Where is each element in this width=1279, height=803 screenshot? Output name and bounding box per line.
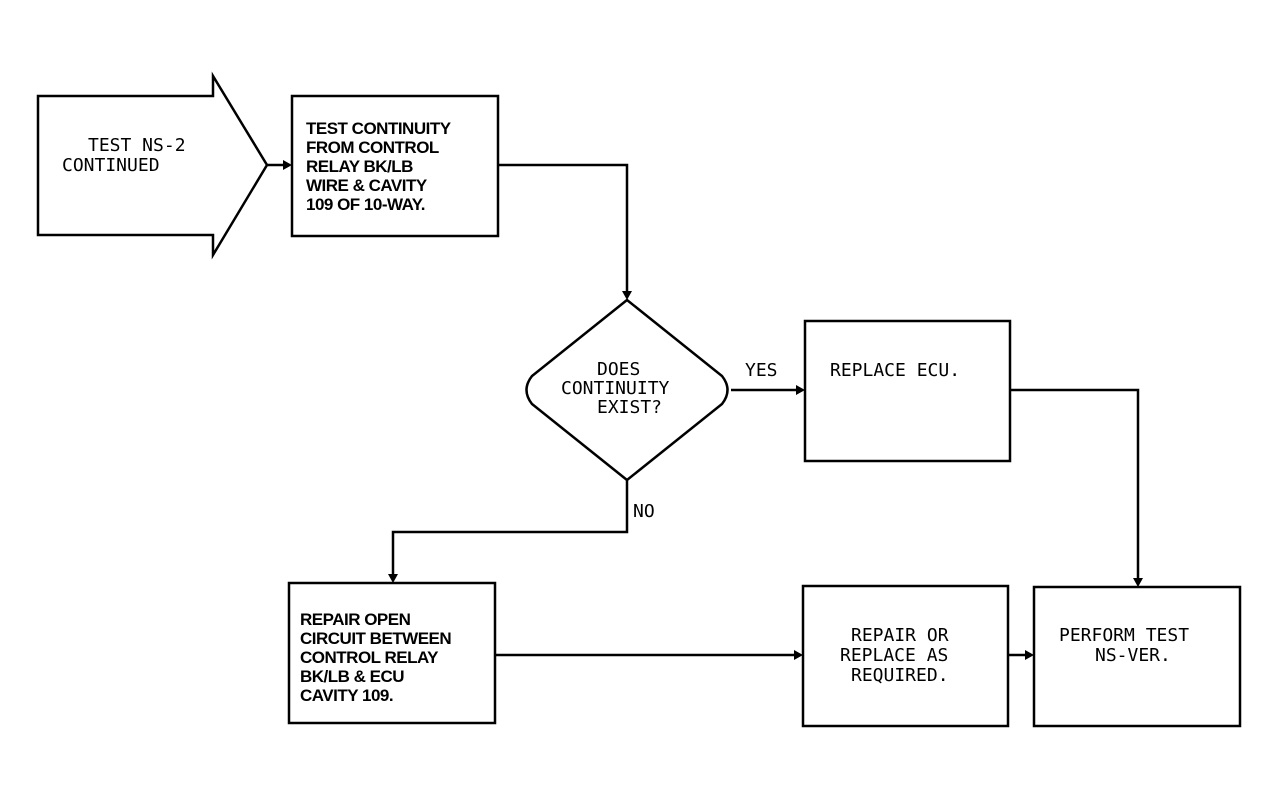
repair-open-circuit-label: REPAIR OPEN CIRCUIT BETWEEN CONTROL RELA…	[300, 610, 455, 705]
test-continuity-line-5: 109 OF 10-WAY.	[306, 195, 425, 214]
perform-test-line-1: PERFORM TEST	[1059, 625, 1189, 646]
test-continuity-line-4: WIRE & CAVITY	[306, 176, 428, 195]
arrowhead-replace-to-perform	[1133, 578, 1143, 587]
start-label-line-2: CONTINUED	[62, 155, 160, 176]
arrowhead-test-to-decision	[622, 291, 632, 300]
repair-or-replace-box	[801, 584, 1010, 728]
decision-label: DOES CONTINUITY EXIST?	[561, 359, 680, 418]
arrowhead-repair-replace-to-perform	[1025, 650, 1034, 660]
test-continuity-label: TEST CONTINUITY FROM CONTROL RELAY BK/LB…	[306, 119, 454, 214]
replace-ecu-line-1: REPLACE ECU.	[830, 360, 960, 381]
start-label: TEST NS-2 CONTINUED	[62, 135, 196, 176]
repair-replace-line-3: REQUIRED.	[851, 665, 949, 686]
replace-ecu-label: REPLACE ECU.	[830, 360, 960, 381]
replace-ecu-box	[803, 319, 1012, 463]
decision-line-2: CONTINUITY	[561, 378, 670, 399]
connector-replace-to-perform	[1010, 388, 1140, 579]
test-continuity-box	[290, 94, 500, 238]
repair-open-line-3: CONTROL RELAY	[300, 648, 439, 667]
repair-replace-line-2: REPLACE AS	[840, 645, 948, 666]
test-continuity-line-2: FROM CONTROL	[306, 138, 439, 157]
repair-open-line-2: CIRCUIT BETWEEN	[300, 629, 451, 648]
arrowhead-repair-open-to-repair-replace	[794, 650, 803, 660]
no-branch-label: NO	[633, 501, 655, 522]
repair-open-line-5: CAVITY 109.	[300, 686, 393, 705]
perform-test-label: PERFORM TEST NS-VER.	[1059, 625, 1200, 666]
test-continuity-line-1: TEST CONTINUITY	[306, 119, 452, 138]
arrowhead-no-to-repair-open	[388, 574, 398, 583]
connector-no-to-repair-open	[391, 480, 629, 575]
start-label-line-1: TEST NS-2	[88, 135, 186, 156]
yes-branch-label: YES	[745, 360, 778, 381]
perform-test-box	[1032, 585, 1242, 728]
perform-test-line-2: NS-VER.	[1095, 645, 1171, 666]
test-continuity-line-3: RELAY BK/LB	[306, 157, 413, 176]
arrowhead-start-to-test	[283, 160, 292, 170]
arrowhead-yes-to-replace	[796, 385, 805, 395]
decision-line-1: DOES	[597, 359, 640, 380]
repair-or-replace-label: REPAIR OR REPLACE AS REQUIRED.	[840, 625, 959, 686]
connector-test-to-decision	[498, 163, 629, 292]
repair-open-line-4: BK/LB & ECU	[300, 667, 404, 686]
repair-open-circuit-box	[287, 581, 497, 725]
decision-line-3: EXIST?	[597, 397, 662, 418]
repair-open-line-1: REPAIR OPEN	[300, 610, 411, 629]
repair-replace-line-1: REPAIR OR	[851, 625, 949, 646]
start-arrow-shape	[36, 71, 269, 260]
